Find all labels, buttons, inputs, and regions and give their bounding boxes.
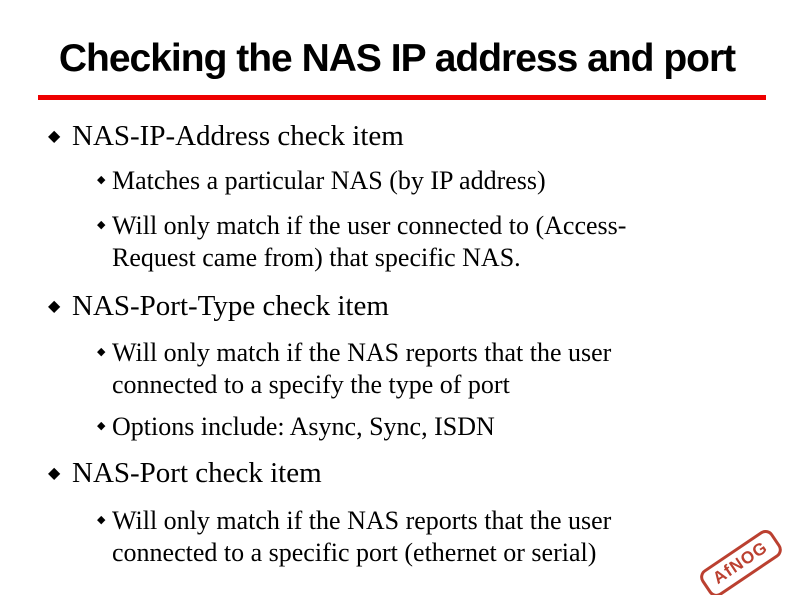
diamond-bullet-icon: ◆	[97, 345, 106, 358]
diamond-bullet-icon: ◆	[97, 419, 106, 432]
diamond-bullet-icon: ◆	[97, 173, 106, 186]
section-heading: ◆ NAS-Port-Type check item	[48, 291, 774, 322]
section-heading-label: NAS-IP-Address check item	[72, 120, 404, 152]
title-divider	[38, 95, 766, 100]
diamond-bullet-icon: ◆	[97, 513, 106, 526]
section-heading-label: NAS-Port check item	[72, 457, 322, 489]
slide-title: Checking the NAS IP address and port	[58, 37, 736, 80]
list-item: ◆ Matches a particular NAS (by IP addres…	[97, 165, 774, 197]
bullet-list: ◆ NAS-IP-Address check item ◆ Matches a …	[0, 121, 794, 569]
diamond-bullet-icon: ◆	[48, 463, 61, 482]
diamond-bullet-icon: ◆	[48, 296, 61, 315]
section-heading-label: NAS-Port-Type check item	[72, 290, 389, 322]
list-item-label: Will only match if the user connected to…	[112, 211, 627, 272]
list-item: ◆ Will only match if the NAS reports tha…	[97, 337, 774, 401]
list-item: ◆ Will only match if the user connected …	[97, 210, 774, 274]
list-item-label: Matches a particular NAS (by IP address)	[112, 166, 546, 195]
list-item: ◆ Options include: Async, Sync, ISDN	[97, 411, 774, 443]
diamond-bullet-icon: ◆	[97, 218, 106, 231]
list-item-label: Will only match if the NAS reports that …	[112, 506, 612, 567]
section-heading: ◆ NAS-Port check item	[48, 458, 774, 489]
section-heading: ◆ NAS-IP-Address check item	[48, 121, 774, 152]
list-item: ◆ Will only match if the NAS reports tha…	[97, 505, 774, 569]
list-item-label: Will only match if the NAS reports that …	[112, 338, 612, 399]
list-item-label: Options include: Async, Sync, ISDN	[112, 412, 495, 441]
diamond-bullet-icon: ◆	[48, 126, 61, 145]
